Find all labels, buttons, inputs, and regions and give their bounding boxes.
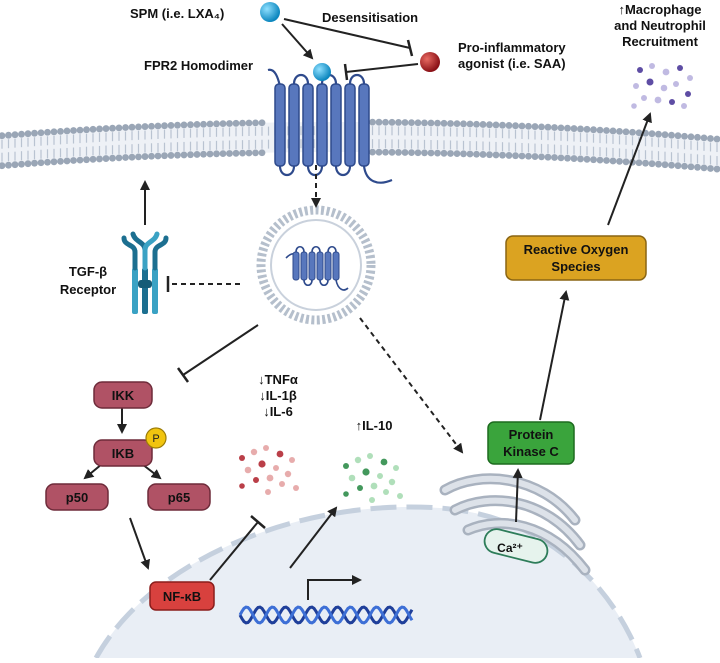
ikb-to-p50-arrow: [83, 463, 103, 480]
il1b-label: ↓IL-1β: [259, 388, 297, 403]
p50-box: p50: [45, 483, 109, 511]
spm-ligand-icon: [260, 2, 280, 22]
nfkb-box: NF-κB: [149, 581, 215, 611]
ros-label-line2: Species: [551, 259, 600, 274]
transmembrane-helix: [316, 83, 328, 167]
ca-to-pkc-arrow: [512, 468, 523, 523]
ros-box: Reactive Oxygen Species: [505, 235, 647, 281]
tnfa-label: ↓TNFα: [258, 372, 298, 387]
p65-box: p65: [147, 483, 211, 511]
desensitisation-inhibition-bar: [406, 39, 414, 57]
saa-inhibition-bar: [343, 63, 349, 81]
il-10-cytokine-cluster: [343, 453, 403, 503]
ikk-inhibition-line: [182, 324, 259, 376]
transmembrane-helix: [330, 83, 342, 167]
transmembrane-helix: [302, 83, 314, 167]
il6-label: ↓IL-6: [263, 404, 293, 419]
proinflammatory-label-line2: agonist (i.e. SAA): [458, 56, 566, 71]
ikk-inhibition-bar: [176, 367, 190, 383]
ros-to-recruitment-arrow: [607, 112, 652, 226]
pkc-activation-arrow: [359, 317, 464, 454]
calcium-label: Ca²⁺: [497, 541, 523, 555]
pathway-connectors: [83, 18, 652, 581]
endocytic-vesicle: [256, 205, 376, 325]
immune-cell-recruitment-cluster: [631, 63, 693, 109]
pkc-label-line1: Protein: [509, 427, 554, 442]
pkc-label-line2: Kinase C: [503, 444, 559, 459]
internalized-receptor: [285, 245, 349, 291]
fpr2-label: FPR2 Homodimer: [144, 58, 253, 73]
ikb-box: IKB P: [93, 427, 167, 467]
spm-binding-arrow: [281, 23, 314, 60]
bound-spm-ligand-icon: [313, 63, 331, 81]
nfkb-translocation-arrow: [129, 517, 150, 570]
phosphate-label: P: [152, 433, 159, 445]
calcium-capsule: Ca²⁺: [483, 528, 549, 564]
tgf-beta-receptor-icon: [121, 231, 169, 314]
p50-label: p50: [66, 490, 88, 505]
phosphate-badge: [145, 427, 167, 449]
p65-label: p65: [168, 490, 190, 505]
saa-inhibition-line: [345, 63, 419, 73]
transmembrane-helix: [274, 83, 286, 167]
transcription-start-arrow: [307, 575, 362, 600]
recruitment-label-line2: and Neutrophil: [614, 18, 706, 33]
transmembrane-helix: [344, 83, 356, 167]
tgf-label-line2: Receptor: [60, 282, 116, 297]
desensitisation-inhibition-line: [283, 18, 411, 49]
dna-helix-icon: [238, 605, 414, 625]
tgf-label-line1: TGF-β: [69, 264, 107, 279]
nfkb-label: NF-κB: [163, 589, 201, 604]
recruitment-label-line3: Recruitment: [622, 34, 699, 49]
proinflammatory-label-line1: Pro-inflammatory: [458, 40, 566, 55]
nfkb-inhibition-line: [209, 521, 259, 581]
ikk-label: IKK: [112, 388, 135, 403]
pkc-to-ros-arrow: [539, 290, 570, 421]
spm-label: SPM (i.e. LXA₄): [130, 6, 224, 21]
transmembrane-helix: [358, 83, 370, 167]
ros-label-line1: Reactive Oxygen: [524, 242, 629, 257]
transmembrane-helix: [288, 83, 300, 167]
desensitisation-label: Desensitisation: [322, 10, 418, 25]
ikb-label: IKB: [112, 446, 134, 461]
saa-agonist-icon: [420, 52, 440, 72]
cell-membrane: [0, 118, 720, 173]
nfkb-inhibition-bar: [250, 515, 266, 529]
il-10-release-arrow: [289, 506, 338, 569]
il10-label: ↑IL-10: [356, 418, 393, 433]
pro-inflammatory-cytokines-cluster: [239, 445, 299, 495]
fpr2-homodimer-receptor: [267, 68, 393, 184]
pkc-box: Protein Kinase C: [487, 421, 575, 465]
ikk-box: IKK: [93, 381, 153, 409]
recruitment-label-line1: ↑Macrophage: [618, 2, 701, 17]
